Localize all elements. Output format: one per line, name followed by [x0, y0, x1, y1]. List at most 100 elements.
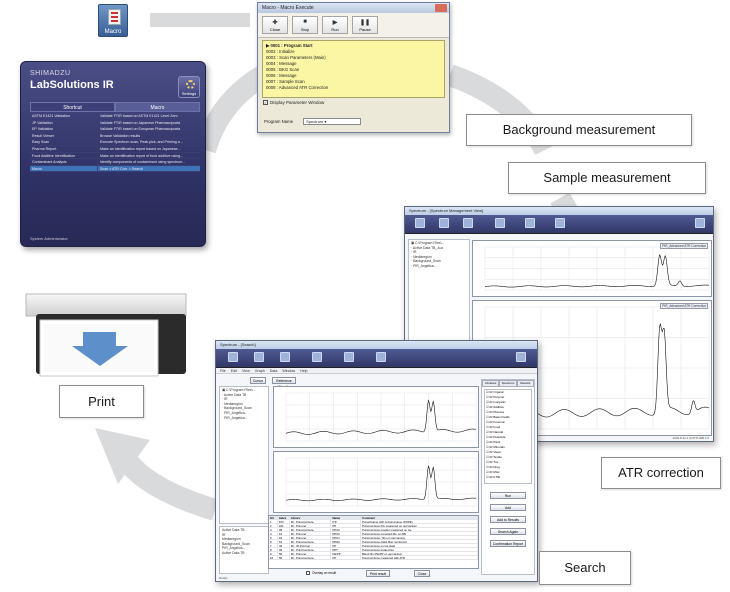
- macro-step[interactable]: 0007 : Sample Scan: [266, 79, 305, 84]
- file-item[interactable]: IR: [222, 532, 226, 537]
- toolbar-icon[interactable]: [228, 352, 238, 362]
- file-item[interactable]: Active Data TB: [222, 528, 245, 532]
- file-item[interactable]: Active Data TB: [222, 550, 245, 555]
- tab-spectrum[interactable]: Spectrum: [499, 380, 517, 387]
- library-item[interactable]: ☑ IR Minerals: [486, 445, 505, 449]
- toolbar-icon[interactable]: [344, 352, 354, 362]
- tree-item[interactable]: · Mediaregion: [222, 401, 243, 406]
- action-button[interactable]: Confirmation Report: [490, 540, 526, 547]
- macro-step[interactable]: 0003 : Scan Parameters (Main): [266, 55, 326, 60]
- library-item[interactable]: ☑ IR FTIR: [486, 475, 501, 479]
- toolbar-icon[interactable]: [415, 218, 425, 228]
- library-item[interactable]: ☑ IR Food: [486, 425, 501, 429]
- stop-button[interactable]: ■Stop: [292, 16, 318, 34]
- macro-step[interactable]: 0008 : Advanced ATR Correction: [266, 85, 329, 90]
- macro-step[interactable]: 0004 : Message: [266, 61, 297, 66]
- tree-item[interactable]: · Mediaregion: [411, 254, 432, 259]
- library-item[interactable]: ☑ IR Paint: [486, 440, 501, 444]
- menu-item[interactable]: Data: [269, 369, 278, 373]
- tree-item[interactable]: · Background_Scan: [411, 259, 441, 264]
- toolbar-icon[interactable]: [516, 352, 526, 362]
- overlay-checkbox[interactable]: [306, 571, 310, 575]
- tab-macro[interactable]: Macro: [115, 102, 200, 112]
- library-item[interactable]: ☑ IR Inorganic: [486, 400, 506, 404]
- toolbar-icon[interactable]: [376, 352, 386, 362]
- spectrum-plot-top[interactable]: [273, 386, 479, 448]
- close-button[interactable]: Close: [414, 570, 430, 577]
- library-list[interactable]: ☑ IR Organic☑ IR Polymer☑ IR Inorganic☑ …: [484, 389, 532, 484]
- tree-item[interactable]: · IR: [411, 250, 417, 255]
- toolbar-icon[interactable]: [463, 218, 473, 228]
- menu-item[interactable]: View: [242, 369, 250, 373]
- run-button[interactable]: ▶Run: [322, 16, 348, 34]
- library-item[interactable]: ☑ IR Pesticide: [486, 435, 506, 439]
- toolbar-icon[interactable]: [555, 218, 565, 228]
- print-result-button[interactable]: Print result: [366, 570, 390, 577]
- library-item[interactable]: ☑ IR Tire: [486, 460, 499, 464]
- toolbar-ribbon[interactable]: [405, 215, 713, 234]
- library-item[interactable]: ☑ IR Pharma: [486, 410, 504, 414]
- library-item[interactable]: ☑ IR Basic Fields: [486, 415, 510, 419]
- macro-step[interactable]: 0006 : Message: [266, 73, 297, 78]
- overlay-option[interactable]: Overlay on result: [306, 571, 336, 575]
- macro-icon[interactable]: Macro: [98, 4, 128, 37]
- cursor-button[interactable]: Cursor: [250, 377, 266, 384]
- close-button[interactable]: ✚Close: [262, 16, 288, 34]
- library-item[interactable]: ☑ IR Additive: [486, 405, 504, 409]
- tree-item[interactable]: ▣ C:\Program Files\...: [411, 241, 445, 245]
- tree-item[interactable]: · Active Data TB: [222, 392, 247, 397]
- settings-button[interactable]: Settings: [178, 76, 200, 98]
- menu-item[interactable]: Graph: [254, 369, 265, 373]
- menu-item[interactable]: Window: [282, 369, 296, 373]
- library-item[interactable]: ☑ IR Forensic: [486, 420, 505, 424]
- toolbar-icon[interactable]: [254, 352, 264, 362]
- menu-item[interactable]: File: [220, 369, 226, 373]
- library-item[interactable]: ☑ IR Polymer: [486, 395, 505, 399]
- library-item[interactable]: ☑ IR Organic: [486, 390, 504, 394]
- macro-step[interactable]: ▶ 0001 : Program Start: [266, 43, 313, 48]
- spectrum-plot-top[interactable]: PIR_Advanced ATR Correction: [472, 240, 712, 297]
- menu-item[interactable]: Edit: [230, 369, 237, 373]
- file-item[interactable]: Background_Scan: [222, 541, 250, 546]
- tree-item[interactable]: ▣ C:\Program Files\...: [222, 388, 256, 392]
- tree-item[interactable]: · Background_Scan: [222, 406, 252, 411]
- toolbar-icon[interactable]: [695, 218, 705, 228]
- toolbar-icon[interactable]: [439, 218, 449, 228]
- library-item[interactable]: ☑ IR Drug: [486, 465, 500, 469]
- library-item[interactable]: ☑ IR Vapor: [486, 450, 502, 454]
- toolbar-icon[interactable]: [280, 352, 290, 362]
- reference-results-button[interactable]: Reference Results: [272, 377, 296, 389]
- toolbar-icon[interactable]: [525, 218, 535, 228]
- action-button[interactable]: Run: [490, 492, 526, 499]
- tab-results[interactable]: Results: [516, 380, 534, 387]
- display-parameter-checkbox[interactable]: ✓: [263, 100, 268, 105]
- display-parameter-option[interactable]: ✓ Display Parameter Window: [263, 100, 444, 105]
- file-item[interactable]: PIR_Angelica...: [222, 546, 246, 551]
- close-icon[interactable]: [435, 4, 447, 12]
- pause-button[interactable]: ❚❚Pause: [352, 16, 378, 34]
- action-button[interactable]: Add: [490, 504, 526, 511]
- tab-shortcut[interactable]: Shortcut: [30, 102, 115, 112]
- program-name-select[interactable]: Spectrum ▾: [303, 118, 362, 125]
- tree-item[interactable]: · PIR_Angelica...: [411, 263, 437, 268]
- spectrum-plot-bottom[interactable]: [273, 451, 479, 513]
